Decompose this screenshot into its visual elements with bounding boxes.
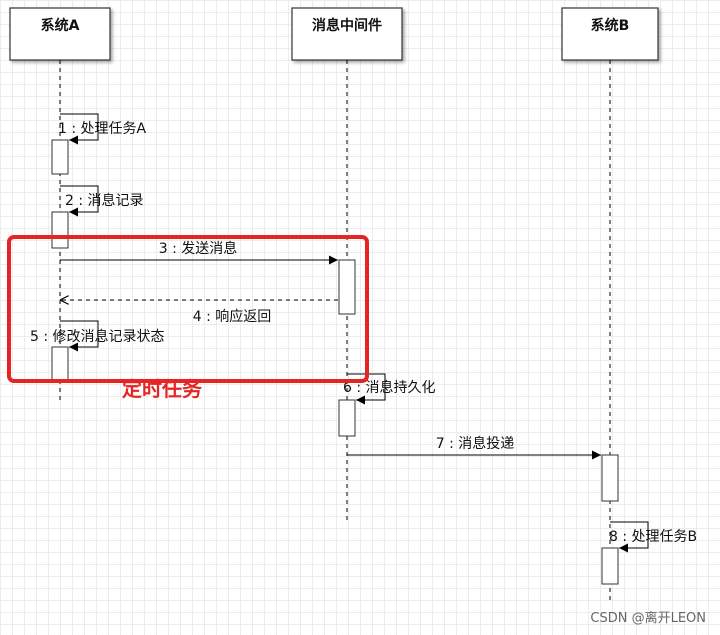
scheduled-task-annotation: 定时任务 [122, 377, 203, 401]
message-4[interactable]: 4 : 响应返回 [60, 300, 338, 325]
message-6-label: 6 : 消息持久化 [343, 379, 436, 396]
message-4-label: 4 : 响应返回 [193, 308, 272, 325]
message-2-label: 2 : 消息记录 [65, 192, 144, 209]
message-5[interactable]: 5 : 修改消息记录状态 [30, 320, 165, 352]
scheduled-task-highlight-box [7, 235, 369, 383]
message-8-label: 8 : 处理任务B [609, 529, 697, 545]
message-7[interactable]: 7 : 消息投递 [347, 435, 601, 460]
message-1[interactable]: 1 : 处理任务A [58, 113, 147, 145]
activation-a-2 [51, 211, 69, 249]
message-3[interactable]: 3 : 发送消息 [60, 240, 338, 265]
message-5-label: 5 : 修改消息记录状态 [30, 328, 165, 345]
activation-b-2 [601, 547, 619, 585]
watermark: CSDN @离开LEON [590, 610, 706, 626]
message-3-label: 3 : 发送消息 [159, 240, 238, 257]
message-1-label: 1 : 处理任务A [58, 121, 147, 137]
participant-middleware-label: 消息中间件 [312, 17, 382, 34]
participant-b-label: 系统B [591, 17, 630, 34]
activation-b-1 [601, 454, 619, 502]
activation-m-2 [338, 399, 356, 437]
participant-a-label: 系统A [41, 17, 80, 34]
activation-a-1 [51, 139, 69, 175]
message-2[interactable]: 2 : 消息记录 [60, 185, 144, 217]
activation-m-1 [338, 259, 356, 315]
message-6[interactable]: 6 : 消息持久化 [343, 373, 436, 405]
participant-a[interactable]: 系统A [9, 7, 111, 61]
message-7-label: 7 : 消息投递 [436, 435, 515, 452]
activation-a-3 [51, 346, 69, 382]
participant-b[interactable]: 系统B [561, 7, 659, 61]
message-8[interactable]: 8 : 处理任务B [609, 521, 697, 553]
participant-middleware[interactable]: 消息中间件 [291, 7, 403, 61]
